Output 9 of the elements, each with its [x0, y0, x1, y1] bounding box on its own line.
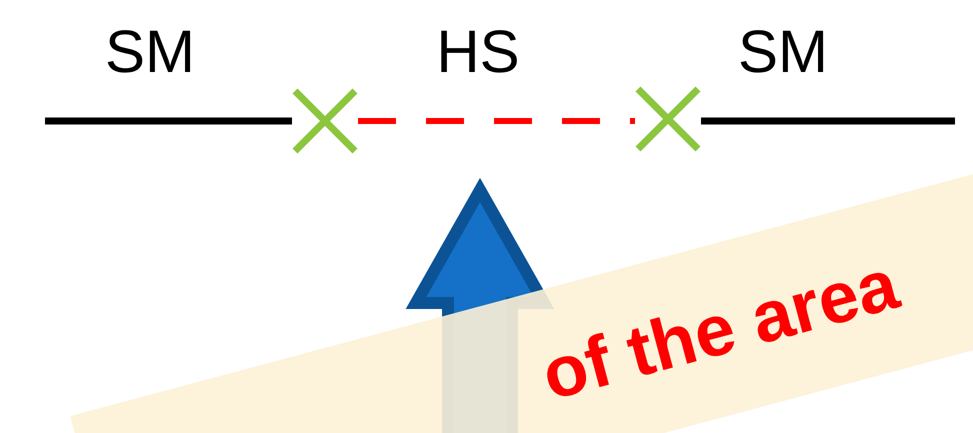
region-label: SM: [105, 22, 195, 82]
region-label: HS: [436, 22, 520, 82]
cross-mark: [292, 88, 358, 154]
cross-mark: [635, 86, 701, 152]
chromosome-line: [45, 118, 292, 124]
region-label: SM: [738, 22, 828, 82]
dashed-line: [358, 118, 635, 124]
chromosome-line: [701, 118, 955, 124]
banner-text: of the area: [534, 248, 906, 412]
